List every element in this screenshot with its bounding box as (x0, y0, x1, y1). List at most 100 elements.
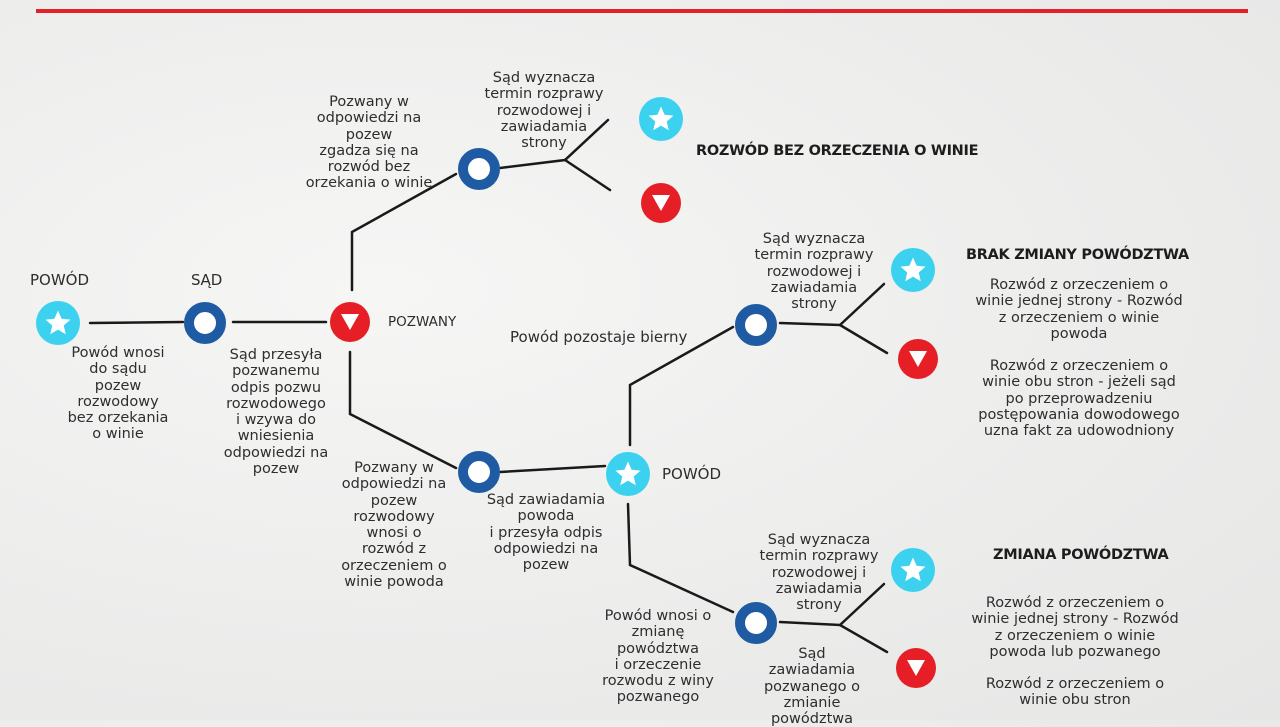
line-powod-up (628, 325, 735, 447)
text-line: pozwanego (616, 689, 700, 706)
text-line: odpowiedzi na (341, 476, 447, 493)
text-line: odpowiedzi na (493, 540, 599, 557)
text-line: rozwodowego (226, 395, 326, 412)
text-line: Sąd (798, 646, 826, 662)
circle-ring-icon (184, 302, 226, 344)
text-line: termin rozprawy (484, 86, 604, 103)
text-line: Sąd wyznacza (767, 532, 871, 548)
text-line: Sąd zawiadamia (486, 492, 606, 508)
text-line: rozwodowej i (766, 263, 862, 280)
circle-ring-icon (735, 304, 777, 346)
text-line: odpowiedzi na (223, 444, 329, 461)
text-line: i orzeczenie (614, 656, 702, 673)
text-line: strony (791, 296, 837, 313)
text-line: orzekania o winie (305, 175, 433, 192)
text-line: Pozwany w (329, 94, 409, 110)
text-line: Powód wnosi o (604, 608, 712, 624)
text-line: powoda lub pozwanego (989, 643, 1161, 660)
text-line: rozwód bez (327, 159, 411, 176)
line-pozwany-up (350, 172, 458, 292)
heading-brak-zmiany: BRAK ZMIANY POWÓDZTWA (966, 247, 1189, 263)
line-powod-sad (88, 320, 185, 325)
text-line: Rozwód z orzeczeniem o (989, 277, 1169, 293)
circle-ring-icon (735, 602, 777, 644)
text-line: zawiadamia (770, 279, 858, 296)
text-line: rozwodowy (77, 393, 159, 410)
heading-bez-orzeczenia: ROZWÓD BEZ ORZECZENIA O WINIE (696, 143, 979, 159)
label-powod: POWÓD (30, 271, 90, 289)
star-icon (615, 461, 641, 486)
text-line: pozwanego o (763, 678, 861, 695)
star-icon (900, 257, 926, 282)
circle-ring-icon (458, 148, 500, 190)
text-line: pozew (94, 377, 142, 394)
label-powod-bierny: Powód pozostaje bierny (510, 328, 688, 346)
text-line: zawiadamia (500, 118, 588, 135)
label-pozwany: POZWANY (388, 314, 457, 330)
star-node-powod (36, 301, 80, 345)
circle-ring-icon (458, 451, 500, 493)
text-line: zmianie (783, 694, 841, 711)
text-line: winie obu stron - jeżeli sąd (982, 374, 1176, 391)
text-line: Sąd wyznacza (492, 70, 596, 86)
text-line: rozwodu z winy (602, 673, 714, 690)
star-node-powod-mid (606, 452, 650, 496)
star-node-result-2 (891, 248, 935, 292)
triangle-node-result-2 (898, 339, 938, 379)
line-pozwany-down (348, 350, 458, 470)
text-line: winie obu stron (1019, 692, 1131, 709)
text-line: i przesyła odpis (489, 524, 603, 541)
text-line: zmianę (631, 624, 685, 641)
triangle-down-icon (652, 195, 670, 211)
line-fork-3-low (838, 623, 889, 654)
text-line: powoda (1050, 325, 1108, 342)
text-line: zgadza się na (319, 142, 419, 159)
text-line: termin rozprawy (759, 548, 879, 565)
text-line: pozew (370, 492, 418, 509)
label-sad: SĄD (191, 271, 223, 289)
triangle-node-result-1 (641, 183, 681, 223)
text-line: pozew (522, 557, 570, 574)
line-fork-2-low (838, 323, 889, 355)
line-up-fork-low (563, 158, 612, 192)
text-line: strony (796, 597, 842, 614)
text-line: Sąd wyznacza (762, 231, 866, 247)
text-line: Rozwód z orzeczeniem o (985, 595, 1165, 611)
line-mid (498, 464, 607, 474)
text-line: pozwanemu (232, 363, 320, 380)
triangle-node-pozwany (330, 302, 370, 342)
text-line: do sądu (89, 361, 147, 378)
text-line: strony (521, 135, 567, 152)
triangle-node-result-3 (896, 648, 936, 688)
text-line: Powód wnosi (71, 345, 165, 361)
text-line: i wzywa do (235, 412, 317, 429)
star-icon (648, 106, 674, 131)
text-line: z orzeczeniem o winie (994, 627, 1156, 644)
star-icon (900, 557, 926, 582)
text-line: Sąd przesyła (229, 347, 323, 363)
text-line: pozew (252, 461, 300, 478)
text-line: termin rozprawy (754, 247, 874, 264)
text-line: zawiadamia (775, 580, 863, 597)
text-line: powoda (517, 508, 575, 525)
star-node-result-1 (639, 97, 683, 141)
text-line: rozwodowy (353, 508, 435, 525)
text-line: Rozwód z orzeczeniem o (989, 358, 1169, 374)
text-line: winie jednej strony - Rozwód (975, 293, 1183, 310)
triangle-down-icon (907, 660, 925, 676)
text-line: po przeprowadzeniu (1005, 390, 1153, 407)
text-line: Rozwód z orzeczeniem o (985, 676, 1165, 692)
triangle-down-icon (909, 351, 927, 367)
